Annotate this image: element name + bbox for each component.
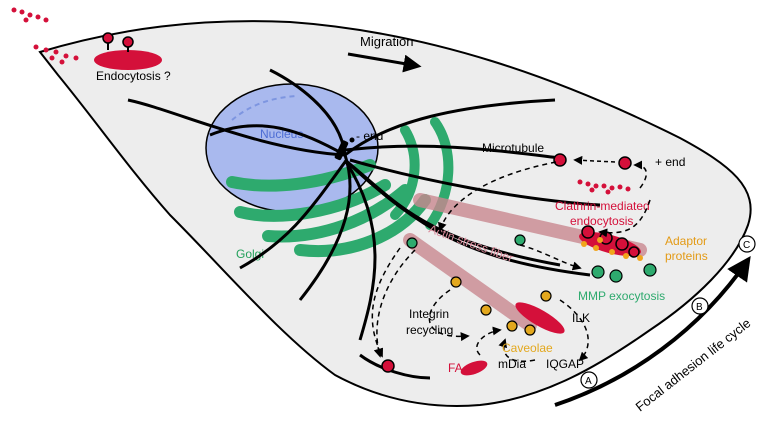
minus-end-label: - end	[356, 129, 383, 143]
extracellular-particles	[11, 7, 79, 65]
stage-markers	[580, 235, 756, 389]
migration-arrow	[347, 52, 422, 73]
mature-focal-adhesion	[515, 302, 565, 334]
adaptor-label-line1: Adaptor	[665, 234, 707, 248]
microtubules	[127, 68, 601, 380]
fa-label: FA	[448, 361, 463, 375]
clathrin-label-line2: endocytosis	[570, 214, 633, 228]
mmp-vesicles	[406, 234, 657, 283]
nascent-focal-adhesion	[460, 360, 488, 376]
stage-b-label: B	[696, 302, 703, 313]
front-endocytosis-site	[94, 32, 162, 70]
iqgap-label: IQGAP	[546, 357, 584, 371]
clathrin-vesicles	[577, 179, 631, 195]
fa-life-cycle-arrow	[554, 256, 751, 407]
migration-label: Migration	[360, 34, 413, 49]
plus-end-label: + end	[655, 155, 685, 169]
centrosome	[334, 137, 355, 161]
stage-c-label: C	[743, 240, 750, 251]
plus-end-markers	[381, 153, 632, 373]
adaptor-proteins	[581, 237, 643, 261]
endocytosis-question-label: Endocytosis ?	[96, 69, 171, 83]
ilk-label: ILK	[572, 311, 590, 325]
integrin-label-line2: recycling	[406, 323, 453, 337]
caveolae-label: Caveolae	[502, 341, 553, 355]
adaptor-label-line2: proteins	[665, 249, 708, 263]
trafficking-arrows	[371, 160, 651, 362]
mdia-label: mDia	[498, 357, 526, 371]
clathrin-label-line1: Clathrin-mediated	[555, 199, 650, 213]
integrin-label-line1: Integrin	[409, 307, 449, 321]
microtubule-label: Microtubule	[482, 141, 544, 155]
caveolae-vesicles	[450, 276, 552, 336]
mmp-exocytosis-label: MMP exocytosis	[578, 289, 665, 303]
stage-a-label: A	[585, 376, 592, 387]
